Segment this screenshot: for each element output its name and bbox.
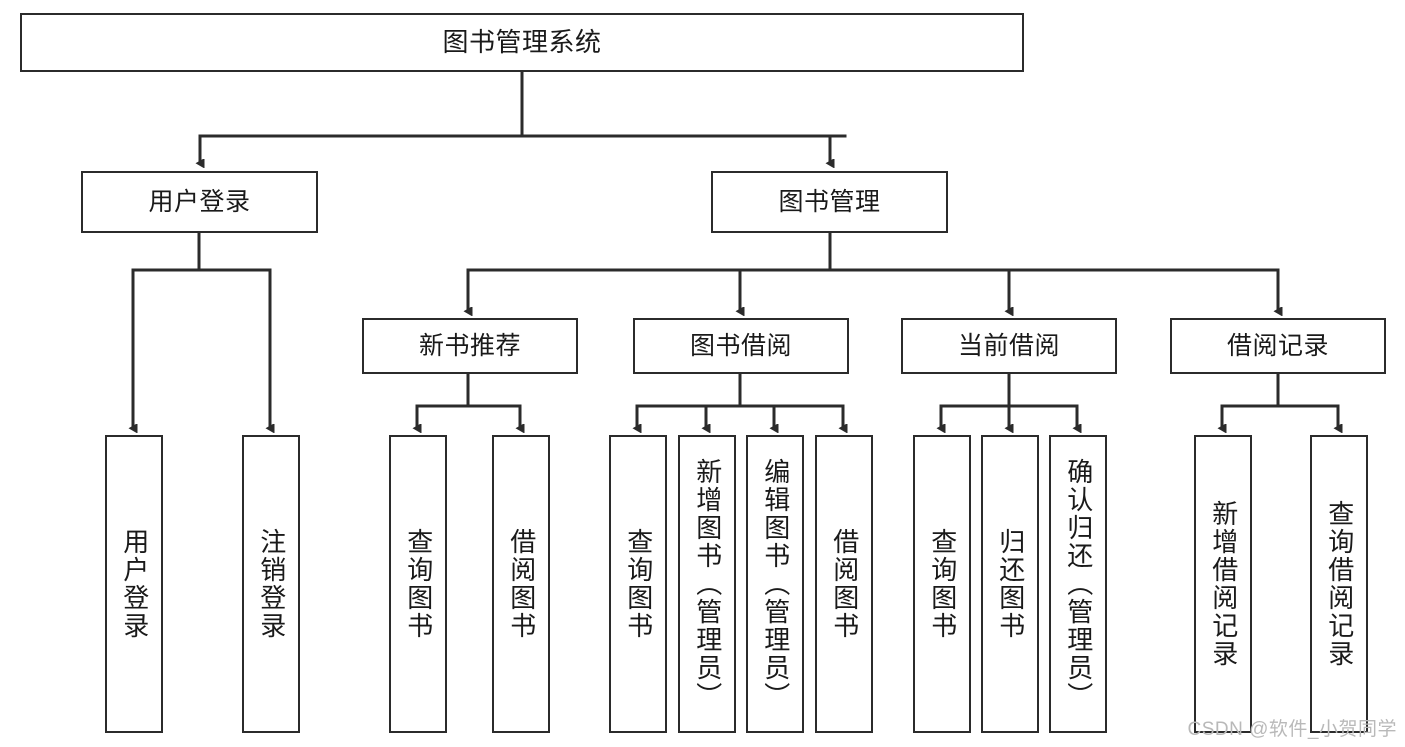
node-leaf-add-book-label: 新增图书（管理员）: [692, 458, 723, 710]
node-leaf-edit-book-label: 编辑图书（管理员）: [760, 458, 791, 710]
node-leaf-query-book-2-label: 查询图书: [623, 528, 654, 640]
node-leaf-add-book[interactable]: 新增图书（管理员）: [678, 435, 736, 733]
node-leaf-borrow-book-1[interactable]: 借阅图书: [492, 435, 550, 733]
node-user-login-label: 用户登录: [148, 188, 251, 216]
node-leaf-add-record[interactable]: 新增借阅记录: [1194, 435, 1252, 733]
node-leaf-edit-book[interactable]: 编辑图书（管理员）: [746, 435, 804, 733]
node-new-book-rec-label: 新书推荐: [418, 332, 521, 360]
node-leaf-borrow-book-1-label: 借阅图书: [506, 528, 537, 640]
node-user-login[interactable]: 用户登录: [81, 171, 318, 233]
node-leaf-query-book-3-label: 查询图书: [927, 528, 958, 640]
node-book-manage-label: 图书管理: [778, 188, 881, 216]
node-book-borrow[interactable]: 图书借阅: [633, 318, 849, 374]
node-leaf-user-login-label: 用户登录: [119, 528, 150, 640]
node-leaf-confirm-return[interactable]: 确认归还（管理员）: [1049, 435, 1107, 733]
csdn-watermark: CSDN @软件_小贺同学: [1187, 719, 1397, 740]
node-book-borrow-label: 图书借阅: [689, 332, 792, 360]
node-leaf-borrow-book-2[interactable]: 借阅图书: [815, 435, 873, 733]
node-root[interactable]: 图书管理系统: [20, 13, 1024, 72]
node-leaf-query-book-1-label: 查询图书: [403, 528, 434, 640]
node-leaf-logout-label: 注销登录: [256, 528, 287, 640]
node-borrow-record-label: 借阅记录: [1226, 332, 1329, 360]
node-leaf-return-book-label: 归还图书: [995, 528, 1026, 640]
node-leaf-user-login[interactable]: 用户登录: [105, 435, 163, 733]
node-leaf-borrow-book-2-label: 借阅图书: [829, 528, 860, 640]
node-leaf-query-book-2[interactable]: 查询图书: [609, 435, 667, 733]
node-leaf-query-record[interactable]: 查询借阅记录: [1310, 435, 1368, 733]
node-leaf-query-record-label: 查询借阅记录: [1324, 500, 1355, 668]
node-current-borrow[interactable]: 当前借阅: [901, 318, 1117, 374]
node-leaf-query-book-1[interactable]: 查询图书: [389, 435, 447, 733]
node-leaf-logout[interactable]: 注销登录: [242, 435, 300, 733]
node-leaf-query-book-3[interactable]: 查询图书: [913, 435, 971, 733]
node-leaf-add-record-label: 新增借阅记录: [1208, 500, 1239, 668]
node-current-borrow-label: 当前借阅: [957, 332, 1060, 360]
node-borrow-record[interactable]: 借阅记录: [1170, 318, 1386, 374]
node-root-label: 图书管理系统: [442, 26, 602, 57]
node-leaf-return-book[interactable]: 归还图书: [981, 435, 1039, 733]
node-book-manage[interactable]: 图书管理: [711, 171, 948, 233]
node-leaf-confirm-return-label: 确认归还（管理员）: [1063, 458, 1094, 710]
node-new-book-rec[interactable]: 新书推荐: [362, 318, 578, 374]
